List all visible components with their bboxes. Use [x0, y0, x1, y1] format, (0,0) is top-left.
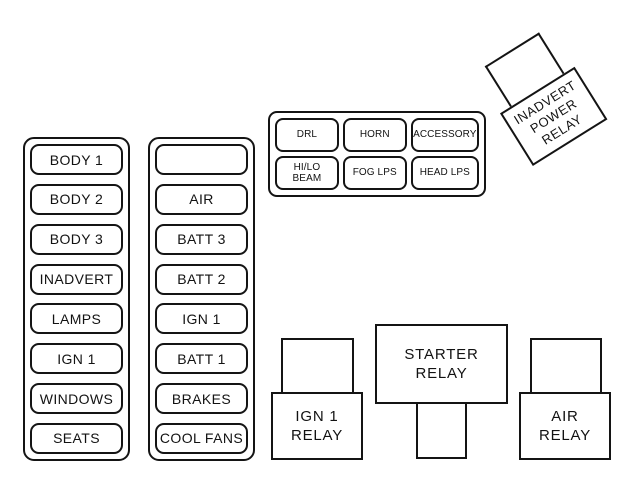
relay-starter-tab [416, 404, 467, 459]
fuse-slot-empty [155, 144, 248, 175]
fuse-seats: SEATS [30, 422, 123, 454]
relay-inadvert-power: INADVERT POWER RELAY [475, 26, 608, 166]
micro-relay-hi-lo-beam: HI/LO BEAM [275, 156, 339, 190]
micro-relay-panel: DRL HORN ACCESSORY HI/LO BEAM FOG LPS HE… [268, 111, 486, 197]
fuse-panel-center: AIR BATT 3 BATT 2 IGN 1 BATT 1 BRAKES CO… [148, 137, 255, 461]
micro-relay-head-lps: HEAD LPS [410, 156, 479, 190]
fuse-batt-2: BATT 2 [155, 263, 248, 295]
fuse-batt-1: BATT 1 [155, 343, 248, 375]
fuse-cool-fans: COOL FANS [155, 422, 248, 454]
fuse-windows: WINDOWS [30, 383, 123, 415]
fuse-brakes: BRAKES [155, 383, 248, 415]
relay-ign-1-body: IGN 1 RELAY [271, 392, 363, 460]
fuse-batt-3: BATT 3 [155, 223, 248, 255]
micro-relay-fog-lps: FOG LPS [342, 156, 407, 190]
relay-ign-1-tab [281, 338, 354, 392]
relay-starter-body: STARTER RELAY [375, 324, 508, 404]
micro-relay-horn: HORN [342, 118, 407, 152]
fuse-lamps: LAMPS [30, 303, 123, 335]
fuse-body-3: BODY 3 [30, 223, 123, 255]
fuse-ign-1-center: IGN 1 [155, 303, 248, 335]
relay-air-tab [530, 338, 602, 392]
fuse-panel-left: BODY 1 BODY 2 BODY 3 INADVERT LAMPS IGN … [23, 137, 130, 461]
micro-relay-accessory: ACCESSORY [410, 118, 479, 152]
relay-ign-1: IGN 1 RELAY [271, 338, 363, 460]
micro-relay-drl: DRL [275, 118, 339, 152]
fuse-inadvert: INADVERT [30, 263, 123, 295]
fuse-body-1: BODY 1 [30, 144, 123, 175]
fuse-body-2: BODY 2 [30, 183, 123, 215]
fuse-air: AIR [155, 183, 248, 215]
relay-starter: STARTER RELAY [375, 324, 508, 459]
fuse-ign-1: IGN 1 [30, 343, 123, 375]
relay-air-body: AIR RELAY [519, 392, 611, 460]
relay-air: AIR RELAY [519, 338, 611, 460]
